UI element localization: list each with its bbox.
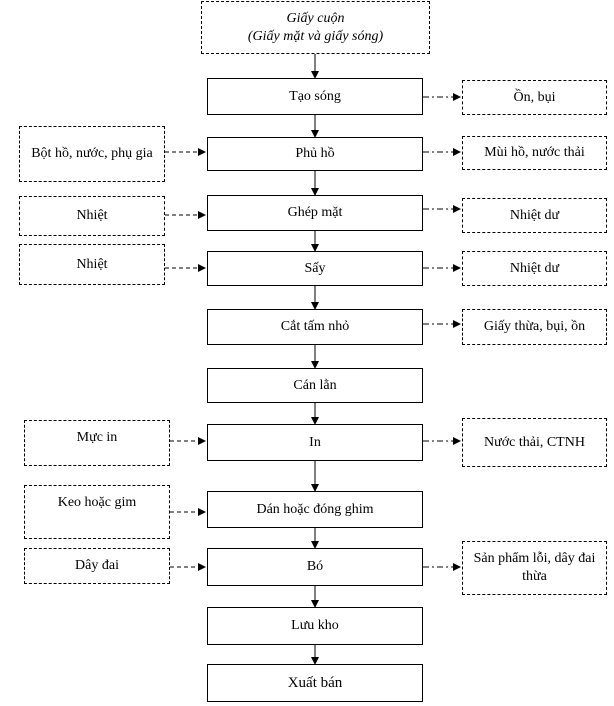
output-mui-ho-nuoc-thai: Mùi hồ, nước thải [462,136,607,170]
output-nhiet-du-2: Nhiệt dư [462,251,607,286]
input-nhiet-1: Nhiệt [19,196,165,236]
step-phu-ho: Phủ hồ [207,137,423,171]
step-can-lan: Cán lằn [207,368,423,403]
step-cat-tam-nho: Cắt tấm nhỏ [207,309,423,345]
output-on-bui: Ồn, bụi [462,80,607,115]
source-line2: (Giấy mặt và giấy sóng) [247,28,384,44]
input-day-dai: Dây đai [24,548,170,584]
step-luu-kho: Lưu kho [207,607,423,645]
step-xuat-ban: Xuất bán [207,664,423,702]
step-in: In [207,424,423,461]
step-say: Sấy [207,251,423,286]
output-nuoc-thai-ctnh: Nước thải, CTNH [462,418,607,467]
input-muc-in: Mực in [24,420,170,466]
source-box: Giấy cuộn (Giấy mặt và giấy sóng) [201,1,430,54]
step-ghep-mat: Ghép mặt [207,195,423,231]
output-nhiet-du-1: Nhiệt dư [462,198,607,233]
output-giay-thua-bui-on: Giấy thừa, bụi, ồn [462,309,607,345]
input-bot-ho-nuoc-phu-gia: Bột hồ, nước, phụ gia [19,126,165,182]
source-line1: Giấy cuộn [286,10,345,26]
step-tao-song: Tạo sóng [207,78,423,115]
step-dan-hoac-dong-ghim: Dán hoặc đóng ghim [207,491,423,528]
input-nhiet-2: Nhiệt [19,244,165,285]
output-san-pham-loi-day-dai-thua: Sản phẩm lỗi, dây đai thừa [462,541,607,595]
input-keo-hoac-gim: Keo hoặc gim [24,485,170,539]
step-bo: Bó [207,548,423,586]
